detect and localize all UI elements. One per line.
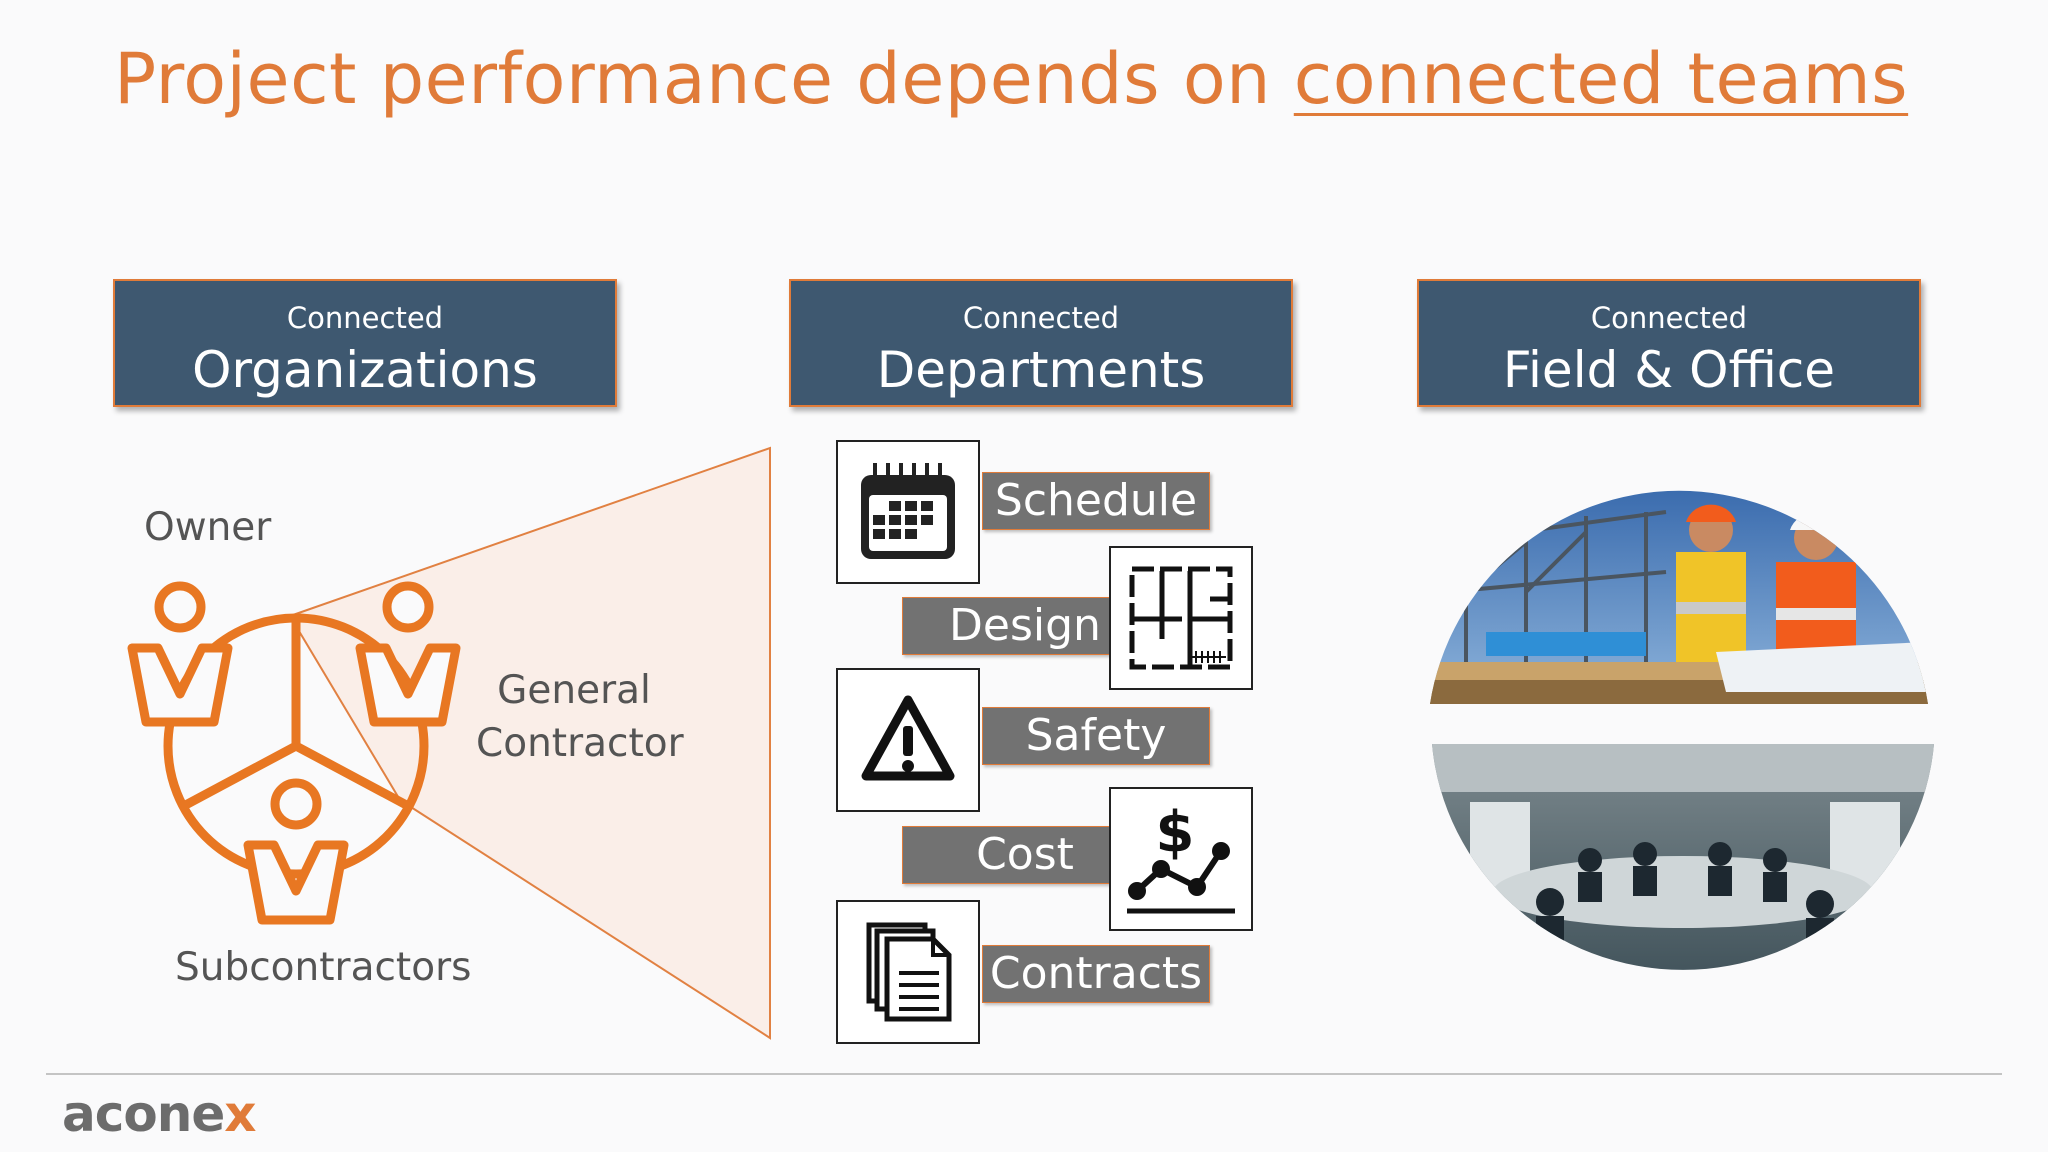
person-icon-general-contractor [355,581,461,727]
worker-left [1676,504,1746,662]
schedule-label: Schedule [982,472,1210,530]
logo-main: acone [62,1085,225,1143]
field-workers-image [1430,490,1928,704]
floor-plan-icon [1109,546,1253,690]
subcontractors-label: Subcontractors [175,945,472,990]
cost-chart-icon: $ [1109,787,1253,931]
contracts-label: Contracts [982,945,1210,1003]
aconex-logo: aconex [62,1085,257,1143]
title-prefix: Project performance depends on [114,38,1294,120]
general-contractor-line1: General [497,668,651,713]
calendar-icon [836,440,980,584]
svg-text:$: $ [1156,800,1195,865]
office-meeting-image [1432,744,1934,970]
field-office-header: Connected Field & Office [1417,279,1921,407]
departments-header-main: Departments [876,341,1206,399]
owner-label: Owner [144,505,272,550]
footer-divider [46,1073,2002,1075]
logo-accent: x [224,1085,256,1143]
general-contractor-line2: Contractor [476,721,684,766]
worker-right [1776,512,1856,662]
organizations-header-main: Organizations [192,341,538,399]
person-icon-subcontractor [243,778,349,925]
documents-icon [836,900,980,1044]
field-office-header-main: Field & Office [1502,341,1836,399]
general-contractor-label: General Contractor [476,668,684,766]
departments-header: Connected Departments [789,279,1293,407]
team-circle-icon [163,613,429,879]
departments-header-sub: Connected [962,301,1120,335]
warning-icon [836,668,980,812]
design-label: Design [902,597,1148,655]
title-highlight: connected teams [1293,38,1909,120]
organizations-header: Connected Organizations [113,279,617,407]
organizations-header-sub: Connected [286,301,444,335]
field-office-header-sub: Connected [1590,301,1748,335]
person-icon-owner [127,581,233,727]
slide-title: Project performance depends on connected… [114,38,1908,120]
safety-label: Safety [982,707,1210,765]
